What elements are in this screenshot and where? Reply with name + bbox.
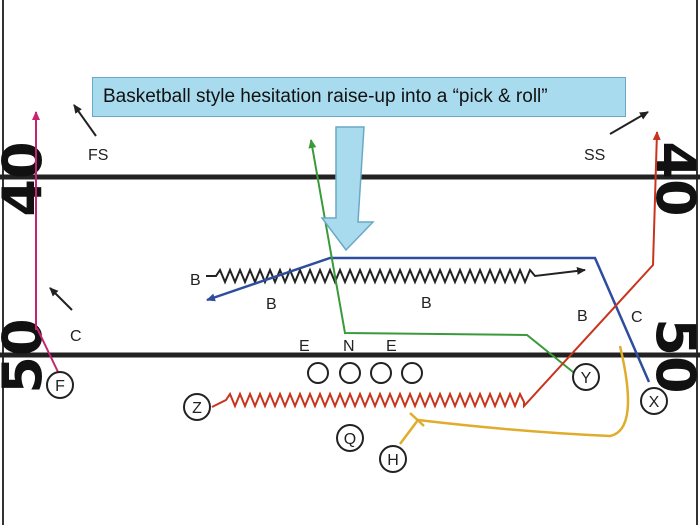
c-left-drop-arrow (49, 287, 73, 311)
e-left-label: E (299, 338, 310, 355)
player-x: X (640, 387, 668, 415)
player-f: F (46, 371, 74, 399)
b-mid-label: B (421, 295, 432, 312)
player-q: Q (336, 424, 364, 452)
b-low-label: B (266, 296, 277, 313)
player-y: Y (572, 363, 600, 391)
c-right-label: C (631, 309, 643, 326)
b-hesitation-route (206, 266, 586, 285)
callout-text: Basketball style hesitation raise-up int… (103, 86, 548, 107)
b-right-label: B (577, 308, 588, 325)
c-left-label: C (70, 328, 82, 345)
player-z-label: Z (192, 400, 202, 417)
yard-number-40-right: 40 (644, 141, 700, 216)
n-label: N (343, 338, 355, 355)
lineman-2 (339, 362, 361, 384)
player-y-label: Y (581, 370, 592, 387)
f-route-stem (36, 327, 59, 373)
yard-number-50-right: 50 (644, 318, 700, 393)
player-h-label: H (387, 452, 399, 469)
lineman-3 (370, 362, 392, 384)
ss-drop-arrow (609, 111, 649, 135)
e-right-label: E (386, 338, 397, 355)
player-f-label: F (55, 378, 65, 395)
callout-arrow (320, 126, 375, 252)
h-route-block-cap (409, 412, 425, 427)
fs-drop-arrow (73, 104, 97, 137)
fs-label: FS (88, 147, 108, 164)
player-q-label: Q (344, 431, 356, 448)
z-route (211, 131, 661, 409)
player-h: H (379, 445, 407, 473)
yard-number-40-left: 40 (0, 141, 54, 216)
callout-box: Basketball style hesitation raise-up int… (92, 77, 626, 117)
y-route (308, 139, 579, 377)
ss-label: SS (584, 147, 605, 164)
blue-route (206, 256, 651, 383)
lineman-1 (307, 362, 329, 384)
player-x-label: X (649, 394, 660, 411)
h-route (399, 345, 630, 445)
lineman-4 (401, 362, 423, 384)
player-z: Z (183, 393, 211, 421)
yard-number-50-left: 50 (0, 318, 54, 393)
b-left-label: B (190, 272, 201, 289)
